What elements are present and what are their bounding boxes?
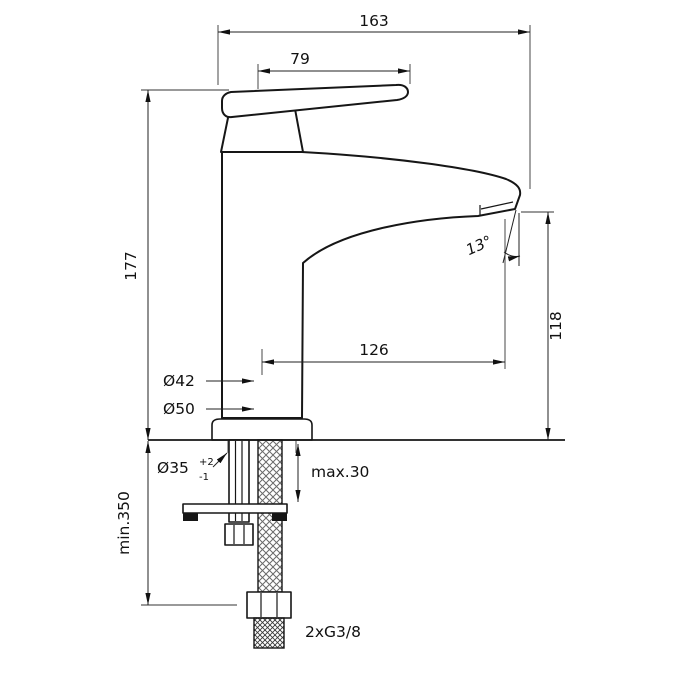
hose-thread	[253, 617, 285, 649]
dim-total-height: 177	[122, 89, 229, 440]
label-body-diameter: Ø42	[163, 372, 195, 390]
aerator-face-line	[480, 201, 514, 210]
label-max-deck: max.30	[311, 463, 369, 481]
label-connection: 2xG3/8	[305, 623, 361, 641]
dim-base-diameter: Ø50	[163, 400, 254, 418]
dim-spout-height: 118	[521, 211, 565, 440]
dim-max-deck: max.30	[295, 444, 369, 502]
dim-hole-diameter: Ø35 +2 -1	[157, 452, 228, 483]
label-hole-tol-minus: -1	[199, 472, 209, 483]
faucet-body-spout	[221, 151, 522, 419]
dim-label-spout-reach: 126	[359, 341, 389, 359]
dim-label-spout-height: 118	[547, 311, 565, 341]
dim-handle-length: 79	[257, 50, 411, 89]
dim-label-total-height: 177	[122, 251, 140, 281]
label-min-length: min.350	[115, 491, 133, 555]
dim-label-total-width: 163	[359, 12, 389, 30]
label-hole-diameter: Ø35	[157, 459, 189, 477]
dim-label-handle-length: 79	[290, 50, 310, 68]
mounting-nut	[224, 523, 254, 546]
mounting-bracket	[182, 503, 288, 521]
dim-min-hose: min.350	[115, 441, 237, 606]
hose-nut	[246, 591, 292, 619]
dim-total-width: 163	[217, 12, 531, 189]
label-hole-tol-plus: +2	[199, 457, 214, 468]
dim-body-diameter: Ø42	[163, 372, 254, 390]
label-base-diameter: Ø50	[163, 400, 195, 418]
dim-spout-reach: 126	[261, 219, 506, 375]
faucet-base-plate	[211, 418, 313, 441]
faucet-handle-lever	[221, 83, 409, 119]
